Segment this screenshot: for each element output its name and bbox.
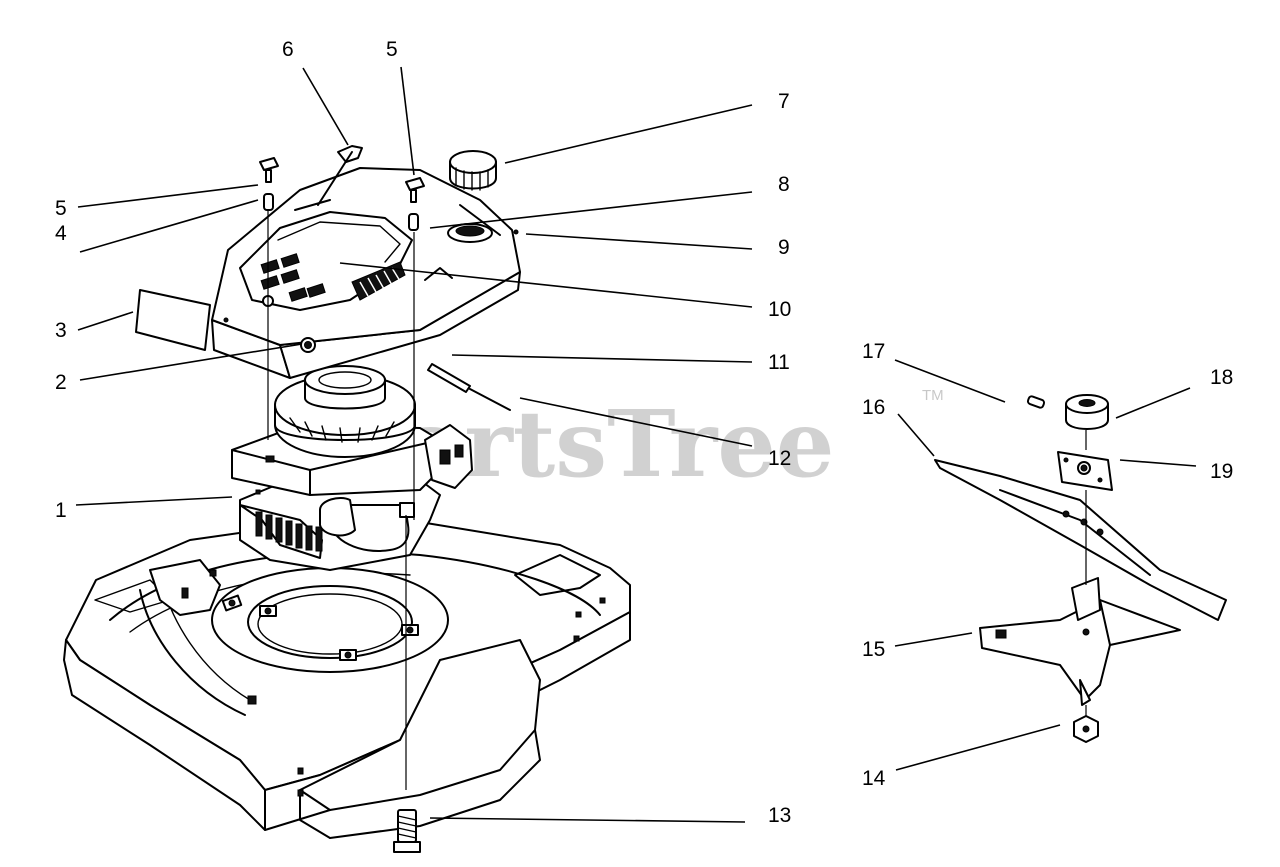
callout-13: 13 [768, 804, 791, 827]
callout-16: 16 [862, 396, 885, 419]
callout-2: 2 [55, 371, 67, 394]
screw-right [405, 177, 425, 231]
cooling-fins [255, 511, 323, 552]
callout-8: 8 [778, 173, 790, 196]
engine-shroud [211, 167, 521, 379]
callout-5-left: 5 [55, 197, 67, 220]
callout-4: 4 [55, 222, 67, 245]
callout-12: 12 [768, 447, 791, 470]
callout-11: 11 [768, 351, 790, 374]
callout-14: 14 [862, 767, 886, 790]
callout-5-top: 5 [386, 38, 398, 61]
watermark-trademark: TM [922, 387, 944, 404]
blade-assembly [934, 394, 1227, 743]
fuel-cap [449, 150, 497, 191]
mower-deck [63, 519, 631, 839]
screw-left [259, 157, 279, 211]
rod-part [427, 363, 471, 393]
callout-17: 17 [862, 340, 885, 363]
leader-lines [75, 66, 1197, 823]
callout-7: 7 [778, 90, 790, 113]
deck-bolt [393, 809, 421, 853]
decal-part [135, 289, 211, 351]
callout-6: 6 [282, 38, 294, 61]
callout-19: 19 [1210, 460, 1233, 483]
callout-15: 15 [862, 638, 885, 661]
engine [231, 365, 473, 571]
callout-9: 9 [778, 236, 790, 259]
callout-10: 10 [768, 298, 791, 321]
callout-3: 3 [55, 319, 67, 342]
callout-labels: 1 2 3 4 5 5 6 7 8 9 10 11 12 13 14 15 16… [55, 38, 1233, 827]
callout-1: 1 [55, 499, 67, 522]
callout-18: 18 [1210, 366, 1233, 389]
